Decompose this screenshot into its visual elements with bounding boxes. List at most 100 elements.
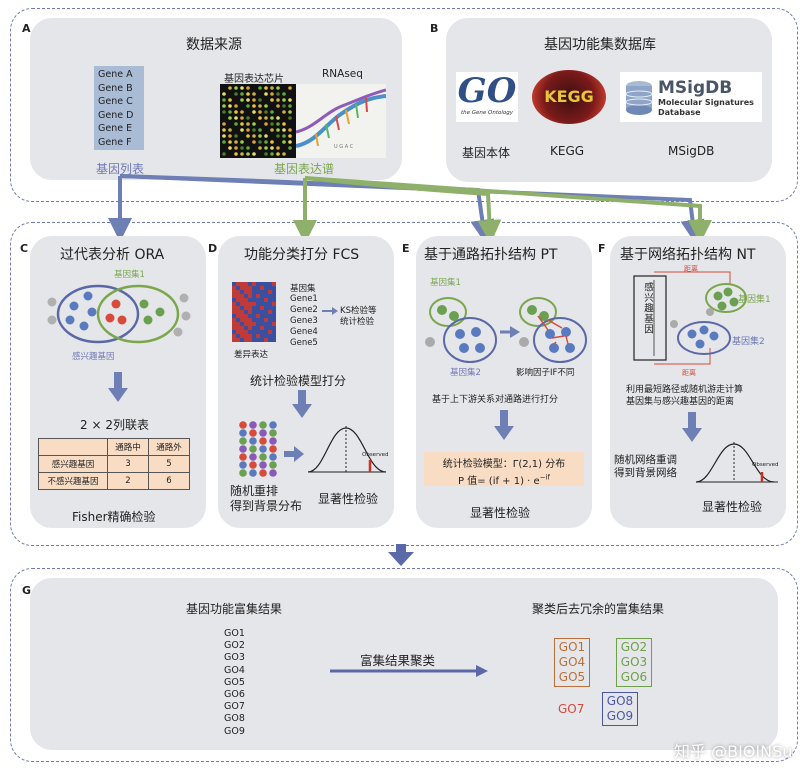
permutation-dot bbox=[259, 429, 267, 437]
array-spot bbox=[258, 128, 262, 132]
heatmap-cell bbox=[252, 322, 256, 326]
array-spot bbox=[288, 104, 292, 108]
microarray-image bbox=[220, 84, 296, 158]
significance-label-f: 显著性检验 bbox=[702, 500, 763, 514]
contingency-table: 通路中 通路外 感兴趣基因 3 5 不感兴趣基因 2 6 bbox=[38, 438, 190, 490]
heatmap-cell bbox=[244, 310, 248, 314]
heatmap-cell bbox=[260, 302, 264, 306]
heatmap-cell bbox=[244, 318, 248, 322]
go-term: GO7 bbox=[224, 701, 245, 713]
heatmap-cell bbox=[260, 322, 264, 326]
svg-text:U G A C: U G A C bbox=[334, 144, 354, 150]
heatmap-cell bbox=[232, 338, 236, 342]
array-spot bbox=[228, 104, 232, 108]
array-spot bbox=[234, 152, 238, 156]
gene-item: Gene C bbox=[98, 96, 133, 107]
dedup-results-title: 聚类后去冗余的富集结果 bbox=[532, 602, 665, 616]
heatmap-cell bbox=[272, 290, 276, 294]
rnaseq-dna-image: U G A C bbox=[296, 84, 386, 158]
heatmap-cell bbox=[244, 314, 248, 318]
heatmap-cell bbox=[232, 290, 236, 294]
significance-label-e: 显著性检验 bbox=[470, 506, 531, 520]
array-spot bbox=[282, 140, 286, 144]
array-spot bbox=[288, 116, 292, 120]
nt-caption-2: 基因集与感兴趣基因的距离 bbox=[626, 397, 735, 407]
array-spot bbox=[288, 128, 292, 132]
null-distribution-curve bbox=[307, 426, 387, 473]
array-spot bbox=[264, 122, 268, 126]
heatmap-cell bbox=[240, 286, 244, 290]
heatmap-cell bbox=[256, 322, 260, 326]
array-spot bbox=[288, 98, 292, 102]
gene-item: Gene A bbox=[98, 69, 133, 80]
array-spot bbox=[264, 152, 268, 156]
array-spot bbox=[276, 104, 280, 108]
array-spot bbox=[288, 110, 292, 114]
ora-venn-diagram bbox=[47, 284, 191, 344]
heatmap-cell bbox=[268, 330, 272, 334]
array-spot bbox=[246, 128, 250, 132]
heatmap-cell bbox=[260, 306, 264, 310]
heatmap-cell bbox=[236, 298, 240, 302]
array-spot bbox=[246, 98, 250, 102]
nt-null-distribution bbox=[695, 442, 778, 483]
heatmap-cell bbox=[248, 306, 252, 310]
down-arrow-to-g bbox=[388, 544, 414, 566]
permutation-dot bbox=[249, 445, 257, 453]
heatmap-cell bbox=[252, 282, 256, 286]
model-score-label: 统计检验模型打分 bbox=[250, 374, 347, 388]
heatmap-cell bbox=[232, 318, 236, 322]
table-header-cell bbox=[38, 438, 108, 456]
array-spot bbox=[264, 116, 268, 120]
heatmap-cell bbox=[272, 302, 276, 306]
cluster-green: GO2 GO3 GO6 bbox=[616, 638, 652, 687]
heatmap-cell bbox=[272, 298, 276, 302]
gene-list-label: 基因列表 bbox=[96, 162, 145, 176]
contingency-title: 2 × 2列联表 bbox=[80, 418, 149, 432]
panel-e-title: 基于通路拓扑结构 PT bbox=[424, 247, 558, 263]
array-spot bbox=[264, 104, 268, 108]
cluster-orange: GO1 GO4 GO5 bbox=[554, 638, 590, 687]
array-spot bbox=[228, 116, 232, 120]
heatmap-cell bbox=[236, 302, 240, 306]
array-spot bbox=[234, 110, 238, 114]
go-term: GO8 bbox=[224, 713, 245, 725]
heatmap-cell bbox=[244, 334, 248, 338]
heatmap-cell bbox=[256, 330, 260, 334]
heatmap-cell bbox=[260, 310, 264, 314]
permutation-dot bbox=[249, 469, 257, 477]
heatmap-cell bbox=[240, 318, 244, 322]
array-spot bbox=[228, 86, 232, 90]
array-spot bbox=[282, 122, 286, 126]
array-spot bbox=[276, 86, 280, 90]
heatmap-cell bbox=[244, 330, 248, 334]
permutation-dot bbox=[259, 445, 267, 453]
gene-item: Gene D bbox=[98, 109, 134, 121]
heatmap-cell bbox=[232, 326, 236, 330]
table-row: 感兴趣基因 3 5 bbox=[38, 455, 190, 473]
array-spot bbox=[234, 146, 238, 150]
heatmap-cell bbox=[232, 310, 236, 314]
go-term: GO2 bbox=[224, 640, 245, 652]
heatmap-cell bbox=[272, 330, 276, 334]
array-spot bbox=[222, 92, 226, 96]
array-spot bbox=[252, 122, 256, 126]
array-spot bbox=[258, 140, 262, 144]
cluster-arrow-label: 富集结果聚类 bbox=[360, 653, 436, 668]
array-spot bbox=[282, 92, 286, 96]
heatmap-cell bbox=[256, 318, 260, 322]
array-spot bbox=[246, 116, 250, 120]
gene-item: Gene F bbox=[98, 136, 132, 148]
heatmap-cell bbox=[260, 334, 264, 338]
heatmap-cell bbox=[244, 282, 248, 286]
array-spot bbox=[282, 152, 286, 156]
array-spot bbox=[222, 110, 226, 114]
heatmap-cell bbox=[264, 338, 268, 342]
permutation-dot bbox=[249, 453, 257, 461]
heatmap-cell bbox=[256, 314, 260, 318]
permutation-dot bbox=[269, 453, 277, 461]
heatmap-cell bbox=[272, 338, 276, 342]
array-spot bbox=[258, 110, 262, 114]
go-term: GO5 bbox=[224, 676, 245, 688]
array-spot bbox=[246, 122, 250, 126]
